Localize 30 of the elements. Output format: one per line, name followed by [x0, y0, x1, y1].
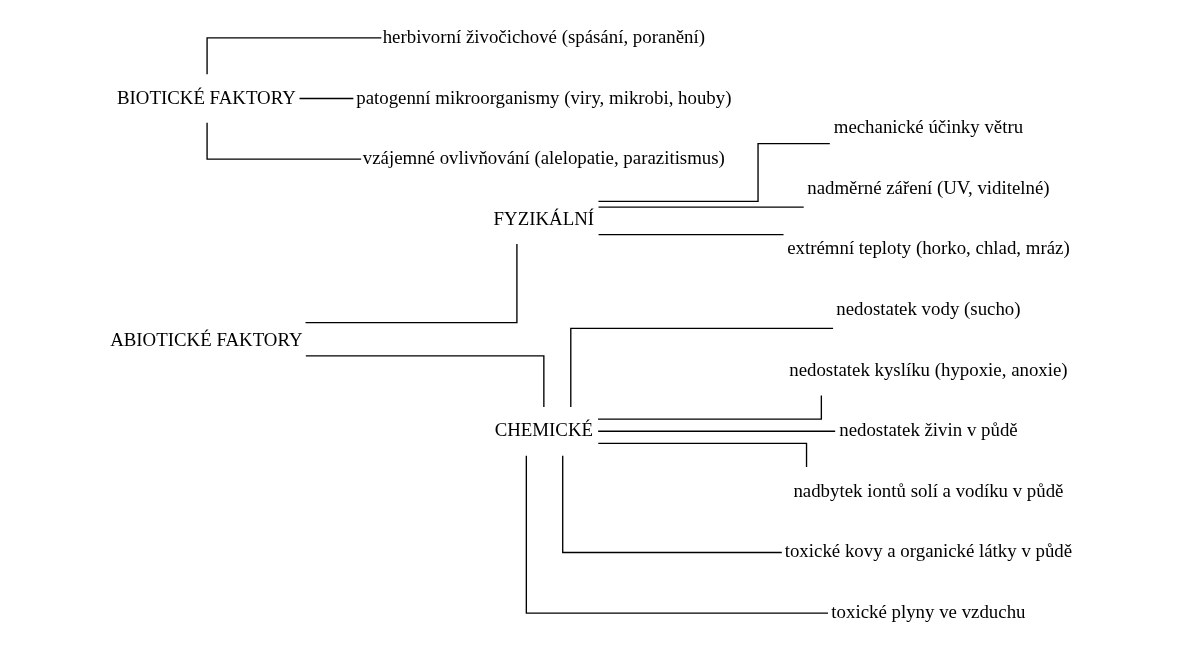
connector — [597, 142, 830, 202]
node-text: nedostatek kyslíku (hypoxie, anoxie) — [788, 358, 1068, 380]
node-text: extrémní teploty (horko, chlad, mráz) — [786, 237, 1070, 259]
connector — [596, 430, 836, 432]
connector — [597, 233, 784, 236]
node-text: toxické plyny ve vzduchu — [830, 601, 1026, 623]
connector — [304, 243, 518, 324]
node-text: nadbytek iontů solí a vodíku v půdě — [792, 479, 1063, 501]
connector — [569, 327, 834, 408]
node-text: nedostatek vody (sucho) — [835, 297, 1021, 319]
node-text: BIOTICKÉ FAKTORY — [116, 86, 296, 108]
node-text: mechanické účinky větru — [833, 116, 1023, 138]
connector — [205, 122, 362, 160]
node-text: vzájemné ovlivňování (alelopatie, parazitismus) — [362, 147, 725, 169]
node-text: nadměrné záření (UV, viditelné) — [806, 176, 1050, 198]
node-text: herbivorní živočichové (spásání, poranění) — [382, 25, 705, 47]
node-text: ABIOTICKÉ FAKTORY — [109, 328, 303, 350]
connector — [561, 455, 782, 554]
connector — [597, 442, 807, 468]
connector — [596, 394, 822, 420]
connector — [525, 455, 829, 614]
node-text: patogenní mikroorganismy (viry, mikrobi, houby) — [355, 86, 731, 108]
node-text: FYZIKÁLNÍ — [493, 207, 594, 229]
node-text: CHEMICKÉ — [494, 419, 593, 441]
connector — [304, 355, 545, 408]
node-text: toxické kovy a organické látky v půdě — [784, 540, 1072, 562]
connector — [298, 97, 354, 100]
connector — [597, 206, 804, 208]
node-text: nedostatek živin v půdě — [838, 419, 1018, 441]
connector — [205, 37, 382, 75]
